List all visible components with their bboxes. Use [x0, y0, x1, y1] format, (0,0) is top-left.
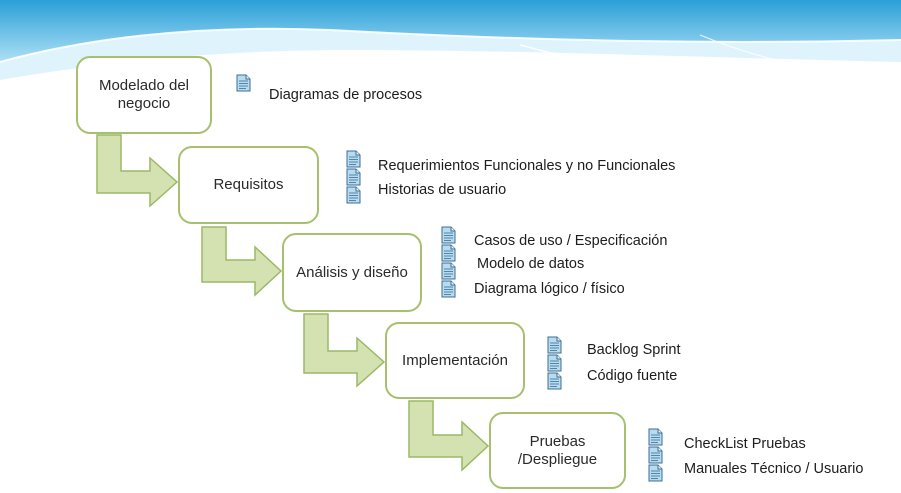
down-right-arrow-icon: [201, 226, 283, 297]
down-right-arrow-icon: [96, 134, 179, 208]
stage-label: Análisis y diseño: [296, 263, 408, 281]
document-icon: [236, 74, 251, 92]
document-icon: [441, 244, 456, 262]
document-icon: [441, 280, 456, 298]
artifact-label: Código fuente: [587, 368, 678, 384]
document-icon: [346, 150, 361, 168]
stage-label: Requisitos: [213, 176, 284, 193]
artifact-label: Backlog Sprint: [587, 342, 681, 358]
document-icon: [346, 186, 361, 204]
document-icon: [547, 372, 562, 390]
document-icon: [648, 446, 663, 464]
artifact-label: Diagrama lógico / físico: [474, 281, 625, 297]
down-right-arrow-icon: [408, 400, 490, 472]
document-icon: [547, 336, 562, 354]
artifact-label: Casos de uso / Especificación: [474, 233, 668, 249]
document-icon: [346, 168, 361, 186]
artifact-label: Manuales Técnico / Usuario: [684, 461, 864, 477]
document-icon: [441, 262, 456, 280]
artifact-label: Modelo de datos: [477, 256, 585, 272]
stage-modelado-negocio: Modelado del negocio: [76, 56, 212, 134]
header-wave-banner: [0, 0, 901, 96]
artifact-label: CheckList Pruebas: [684, 436, 806, 452]
stage-label: Implementación: [402, 351, 508, 369]
stage-pruebas-despliegue: Pruebas /Despliegue: [489, 412, 626, 489]
document-icon: [547, 354, 562, 372]
down-right-arrow-icon: [303, 313, 386, 388]
stage-implementacion: Implementación: [385, 322, 525, 399]
document-icon: [648, 428, 663, 446]
stage-requisitos: Requisitos: [178, 146, 319, 224]
artifact-label: Diagramas de procesos: [269, 87, 423, 103]
artifact-label: Requerimientos Funcionales y no Funciona…: [378, 158, 676, 174]
stage-analisis-diseno: Análisis y diseño: [282, 233, 422, 312]
document-icon: [441, 226, 456, 244]
artifact-label: Historias de usuario: [378, 182, 507, 198]
stage-label: Modelado del negocio: [98, 77, 190, 112]
stage-label: Pruebas /Despliegue: [517, 432, 598, 468]
document-icon: [648, 464, 663, 482]
